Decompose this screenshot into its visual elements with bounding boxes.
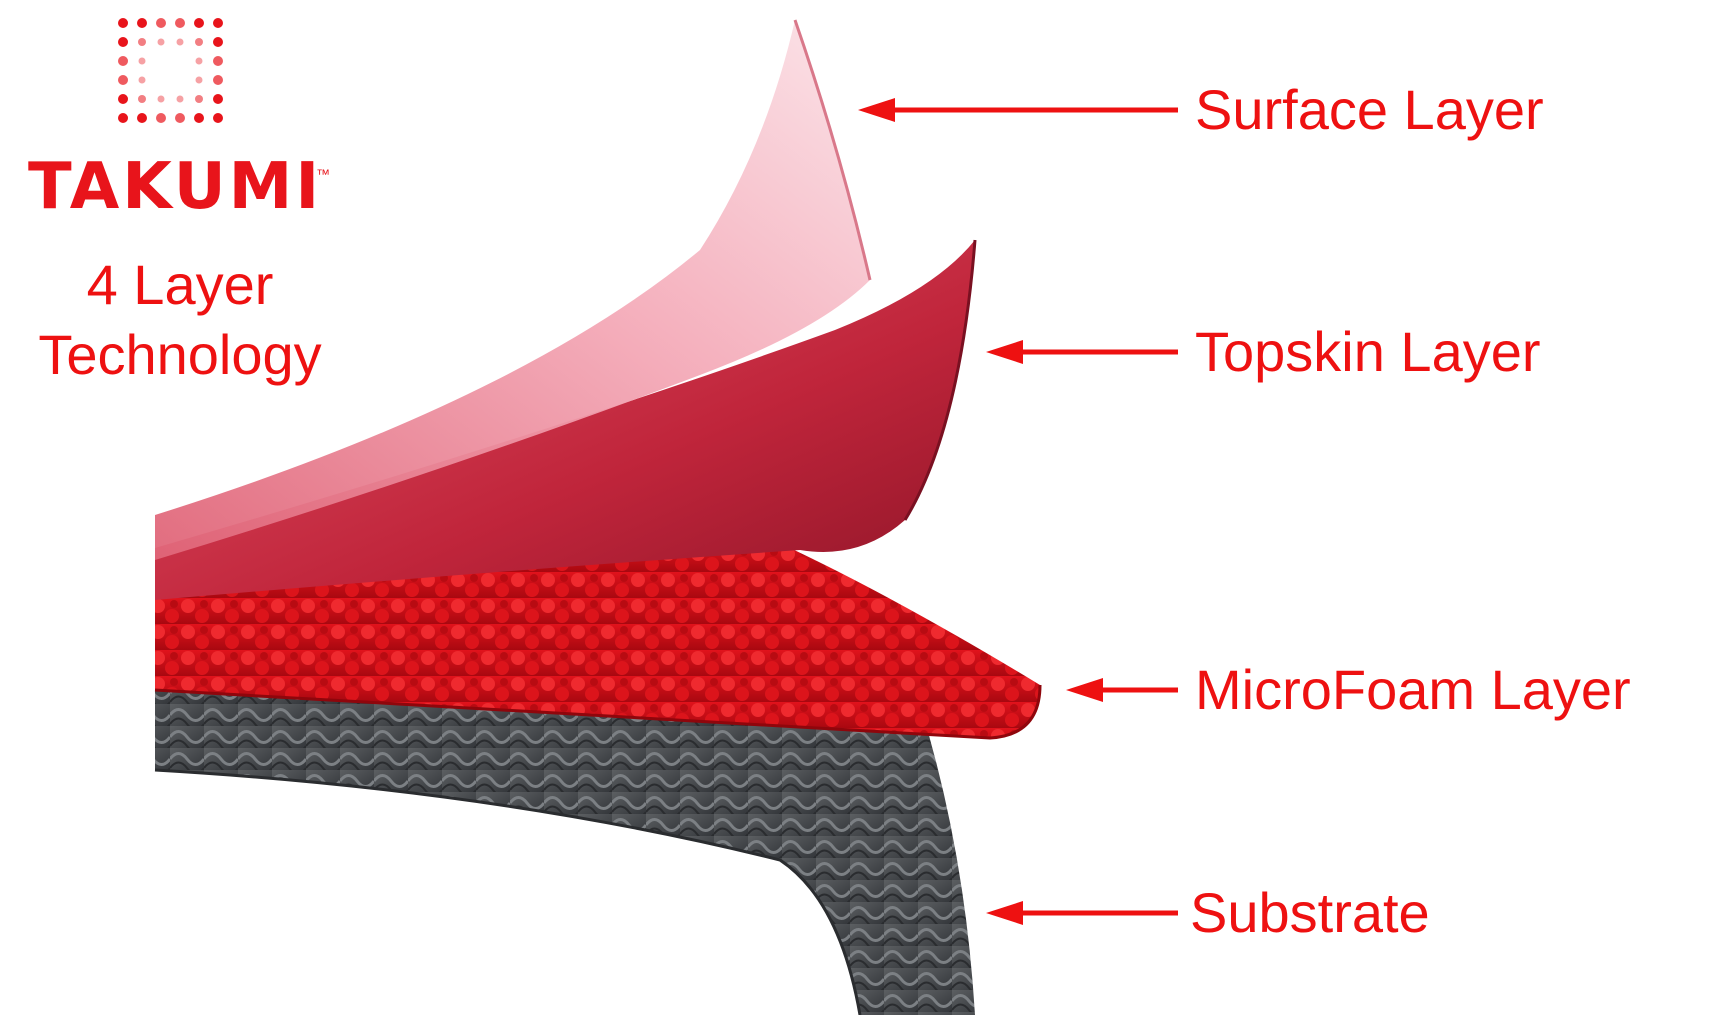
brand-subtitle: 4 Layer Technology xyxy=(0,250,360,390)
brand-wordmark: TAKUMI xyxy=(28,150,323,224)
substrate-arrow-icon xyxy=(986,901,1178,925)
trademark-symbol: ™ xyxy=(316,166,330,182)
surface-arrow-icon xyxy=(858,98,1178,122)
subtitle-line-2: Technology xyxy=(38,323,322,386)
surface-layer-label: Surface Layer xyxy=(1195,78,1544,141)
topskin-layer-label: Topskin Layer xyxy=(1195,320,1541,383)
microfoam-layer-label: MicroFoam Layer xyxy=(1195,658,1631,721)
topskin-layer xyxy=(155,239,977,600)
substrate-layer xyxy=(154,680,975,1015)
subtitle-line-1: 4 Layer xyxy=(86,253,274,316)
substrate-label: Substrate xyxy=(1190,881,1430,944)
microfoam-arrow-icon xyxy=(1066,678,1178,702)
dotted-square-logo-icon xyxy=(118,18,223,123)
surface-layer xyxy=(155,19,872,560)
brand-block: TAKUMI ™ 4 Layer Technology xyxy=(0,0,360,400)
microfoam-layer xyxy=(154,548,1042,740)
topskin-arrow-icon xyxy=(986,340,1178,364)
arrows xyxy=(858,98,1178,925)
